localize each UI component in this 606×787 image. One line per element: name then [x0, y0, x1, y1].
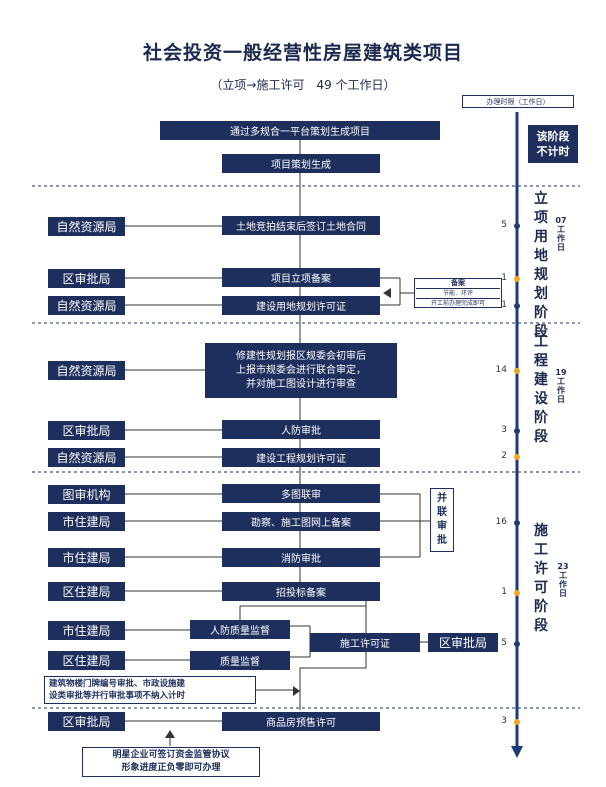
duration-label: 3 [501, 716, 507, 726]
stage-land-planning: 立 项 用 地 规 划 阶 段 [534, 191, 548, 340]
footer-note: 明星企业可签订资金监管协议 形象进度正负零即可办理 [82, 747, 260, 777]
legend-box: 办理时限（工作日） [462, 95, 574, 108]
dept-district-housing: 区住建局 [48, 651, 125, 670]
step-fire-approval: 消防审批 [222, 548, 380, 567]
dept-natural-resources: 自然资源局 [48, 217, 125, 236]
step-joint-review: 多图联审 [222, 484, 380, 503]
step-engineering-permit: 建设工程规划许可证 [222, 448, 380, 467]
timeline-dot [514, 590, 520, 596]
step-survey-filing: 勘察、施工图网上备案 [222, 512, 380, 531]
stage-engineering-days: 19 工 作 日 [555, 368, 567, 404]
step-land-planning-permit: 建设用地规划许可证 [222, 296, 380, 315]
timeline-dot [514, 641, 520, 647]
duration-label: 5 [501, 220, 507, 230]
stage-land-days: 07 工 作 日 [555, 216, 567, 252]
stage-engineering: 工 程 建 设 阶 段 [534, 334, 548, 445]
step-civil-defense-quality: 人防质量监督 [190, 620, 290, 639]
filing-note: 备案 节能、环评 开工前办理完成即可 [414, 278, 502, 308]
step-land-contract: 土地竞拍结束后签订土地合同 [222, 216, 380, 235]
stage-separators [32, 185, 580, 709]
stage-construction-days: 23 工 作 日 [557, 562, 569, 598]
duration-label: 3 [501, 425, 507, 435]
dept-natural-resources: 自然资源局 [48, 361, 125, 380]
step-planning-review: 修建性规划报区规委会初审后 上报市规委会进行联合审定， 并对施工图设计进行审查 [205, 343, 397, 398]
timeline-dot [514, 276, 520, 282]
filing-note-line2: 开工前办理完成即可 [430, 299, 485, 307]
filing-note-title: 备案 [416, 279, 500, 289]
page-title: 社会投资一般经营性房屋建筑类项目 [142, 42, 463, 64]
step-project-plan: 项目策划生成 [222, 154, 380, 173]
timeline-dot [514, 223, 520, 229]
dept-district-approval: 区审批局 [48, 712, 125, 731]
step-civil-defense: 人防审批 [222, 420, 380, 439]
step-construction-permit: 施工许可证 [310, 633, 420, 652]
timeline-dot [514, 520, 520, 526]
stage-construction: 施 工 许 可 阶 段 [534, 523, 548, 634]
dept-natural-resources: 自然资源局 [48, 448, 125, 467]
duration-label: 1 [501, 273, 507, 283]
timeline-dot [514, 454, 520, 460]
dept-district-approval: 区审批局 [48, 269, 125, 288]
dept-city-housing: 市住建局 [48, 621, 125, 640]
duration-label: 5 [501, 638, 507, 648]
step-presale-permit: 商品房预售许可 [222, 712, 380, 731]
filing-note-line1: 节能、环评 [416, 289, 500, 299]
timeline-dot [514, 368, 520, 374]
timeline-dot [514, 303, 520, 309]
timeline-dot [514, 719, 520, 725]
dept-district-approval: 区审批局 [428, 633, 498, 652]
duration-label: 1 [501, 587, 507, 597]
dept-district-housing: 区住建局 [48, 582, 125, 601]
parallel-approval-note: 并 联 审 批 [430, 488, 454, 552]
dept-city-housing: 市住建局 [48, 512, 125, 531]
step-plan-platform: 通过多规合一平台策划生成项目 [160, 121, 440, 140]
duration-label: 16 [495, 517, 507, 527]
flow-lines [125, 140, 430, 746]
step-tender-filing: 招投标备案 [222, 582, 380, 601]
concurrent-approval-note: 建筑物楼门牌编号审批、市政设施建 设类审批等并行审批事项不纳入计时 [44, 676, 256, 704]
step-project-filing: 项目立项备案 [222, 268, 380, 287]
page-subtitle: （立项→施工许可 49 个工作日） [210, 78, 396, 92]
step-quality-supervision: 质量监督 [190, 651, 290, 670]
stage-no-count: 该阶段 不计时 [528, 125, 578, 163]
duration-label: 1 [501, 300, 507, 310]
timeline-dot [514, 428, 520, 434]
dept-district-approval: 区审批局 [48, 421, 125, 440]
dept-natural-resources: 自然资源局 [48, 296, 125, 315]
duration-label: 14 [495, 365, 507, 375]
duration-label: 2 [501, 451, 507, 461]
dept-city-housing: 市住建局 [48, 548, 125, 567]
timeline-arrow [511, 746, 523, 758]
dept-drawing-review: 图审机构 [48, 485, 125, 504]
